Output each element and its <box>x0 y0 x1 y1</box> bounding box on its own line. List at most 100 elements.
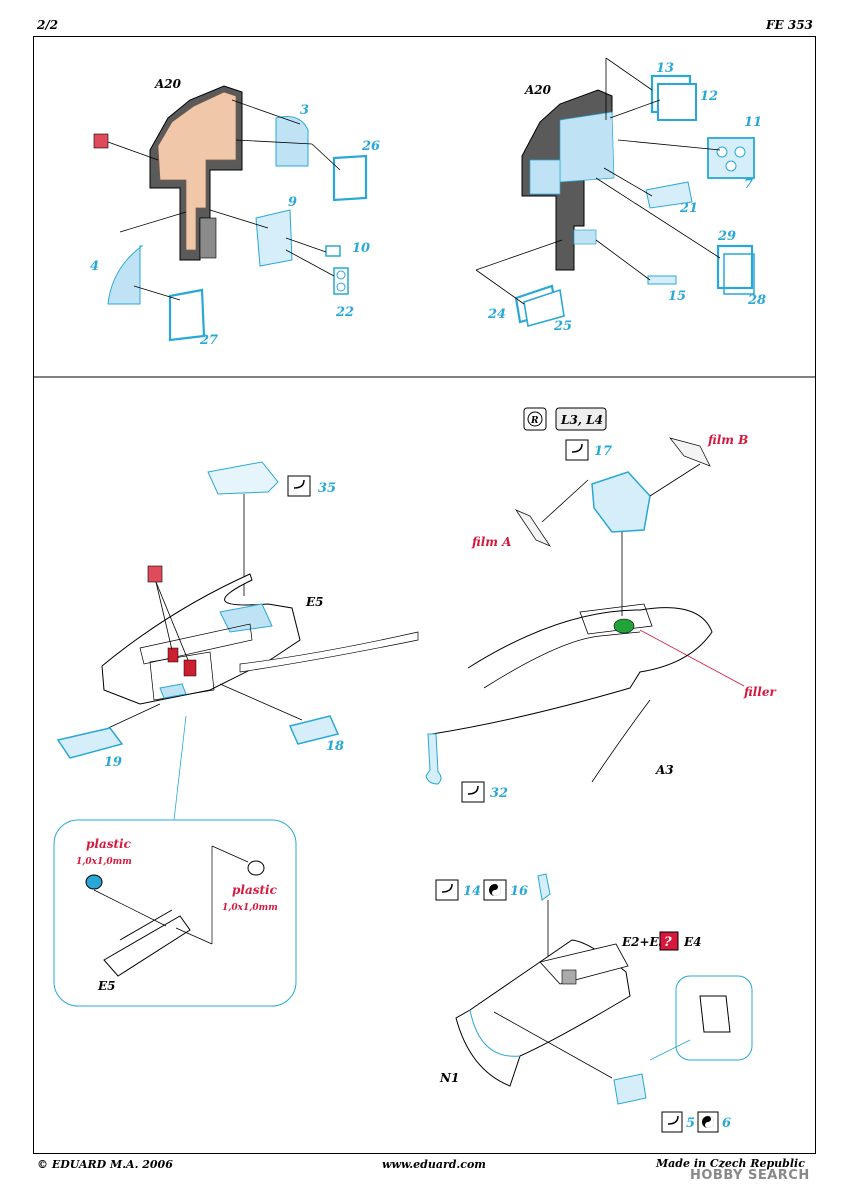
callout-11: 11 <box>744 115 762 130</box>
callout-17: 17 <box>594 444 612 459</box>
svg-text:R: R <box>530 416 539 426</box>
callout-6: 6 <box>722 1116 731 1131</box>
callout-32: 32 <box>490 786 508 801</box>
part-14 <box>537 873 551 901</box>
slot-35 <box>219 603 273 633</box>
part-21 <box>645 181 693 209</box>
parts-badge <box>555 407 607 431</box>
callout-14: 14 <box>463 884 481 899</box>
part-label-a3: A3 <box>655 763 674 777</box>
callout-12: 12 <box>700 89 718 104</box>
plastic-rod-1 <box>85 874 103 890</box>
callout-16: 16 <box>510 884 528 899</box>
part-15 <box>647 275 677 285</box>
filler-spot <box>613 618 635 634</box>
part-32 <box>425 733 442 785</box>
part-4 <box>107 245 144 305</box>
part-label-n1: N1 <box>439 1071 459 1085</box>
diagram-top-right: A20 13 12 11 7 21 29 28 15 24 25 <box>475 57 766 334</box>
bracket-detail <box>699 995 731 1033</box>
part-3 <box>275 116 309 167</box>
paint-swatch-icon <box>93 133 109 149</box>
film-a-piece <box>515 509 551 547</box>
part-label-e5: E5 <box>305 595 324 609</box>
question-mark: ? <box>664 935 672 950</box>
fold-step-icon-14 <box>435 879 459 901</box>
fold-step-icon-5 <box>661 1111 683 1133</box>
callout-28: 28 <box>747 293 766 308</box>
callout-27: 27 <box>199 333 218 348</box>
callout-22: 22 <box>335 305 354 320</box>
callout-18: 18 <box>326 739 344 754</box>
part-25 <box>523 288 565 328</box>
part-28 <box>723 253 755 295</box>
part-label-e5-detail: E5 <box>97 979 116 993</box>
part-19 <box>56 727 124 759</box>
part-9 <box>255 209 293 267</box>
page-number: 2/2 <box>37 18 59 32</box>
callout-10: 10 <box>352 241 370 256</box>
instruction-frame <box>33 36 816 1154</box>
part-35 <box>207 461 279 495</box>
label-size-2: 1,0x1,0mm <box>222 903 278 913</box>
part-label-e4: E4 <box>683 935 702 949</box>
parts-badge-text: L3, L4 <box>560 413 603 427</box>
callout-4: 4 <box>90 259 99 274</box>
part-10 <box>325 245 341 257</box>
callout-7: 7 <box>744 177 753 192</box>
panel-etch-overlay <box>157 91 237 251</box>
watermark: HOBBY SEARCH <box>690 1168 810 1183</box>
footer-origin: Made in Czech Republic <box>656 1157 805 1170</box>
part-11 <box>707 137 755 179</box>
callout-21: 21 <box>679 201 698 216</box>
part-12 <box>657 83 697 121</box>
part-26 <box>332 154 368 202</box>
part-label-e2e3: E2+E3 <box>621 935 667 949</box>
callout-35: 35 <box>318 481 336 496</box>
callout-3: 3 <box>300 103 309 118</box>
callout-9: 9 <box>288 195 297 210</box>
part-5 <box>613 1073 647 1105</box>
part-29 <box>716 244 754 290</box>
diagram-bottom-right: 14 16 E2+E3 ? E4 N1 5 <box>435 873 753 1133</box>
diagram-mid-left: 35 E5 19 18 <box>56 461 419 770</box>
fold-step-icon-17 <box>565 439 589 461</box>
callout-26: 26 <box>361 139 380 154</box>
part-label-a20-right: A20 <box>524 83 552 97</box>
part-18 <box>288 715 340 745</box>
callout-24: 24 <box>487 307 506 322</box>
label-filler: filler <box>743 685 777 699</box>
fold-step-icon-32 <box>461 781 485 803</box>
callout-13: 13 <box>656 61 674 76</box>
diagram-top-left: A20 3 26 9 10 22 4 27 <box>90 77 380 348</box>
kit-code: FE 353 <box>766 18 813 32</box>
callout-15: 15 <box>668 289 686 304</box>
remove-part-icon <box>523 407 547 431</box>
question-icon <box>659 931 679 951</box>
paint-swatch-icon-e5 <box>147 565 163 583</box>
detail-bubble <box>53 819 297 1007</box>
label-film-b: film B <box>707 433 748 447</box>
callout-25: 25 <box>553 319 572 334</box>
detail-callout: plastic 1,0x1,0mm plastic 1,0x1,0mm E5 <box>53 715 297 1007</box>
part-17 <box>591 471 651 533</box>
diagram-mid-right: R L3, L4 17 32 film A <box>425 407 777 803</box>
plastic-rod-2 <box>247 860 265 876</box>
footer-copyright: © EDUARD M.A. 2006 <box>37 1158 173 1171</box>
part-27 <box>168 288 206 342</box>
part-label-a20: A20 <box>154 77 182 91</box>
part-22 <box>333 267 349 295</box>
callout-5: 5 <box>686 1116 695 1131</box>
label-film-a: film A <box>471 535 511 549</box>
label-plastic-2: plastic <box>232 883 278 897</box>
footer-website[interactable]: www.eduard.com <box>382 1158 486 1171</box>
fold-step-icon <box>287 475 311 497</box>
callout-29: 29 <box>717 229 736 244</box>
label-size-1: 1,0x1,0mm <box>76 857 132 867</box>
label-plastic-1: plastic <box>86 837 132 851</box>
film-b-piece <box>669 437 711 467</box>
detail-bubble-small <box>675 975 753 1061</box>
callout-19: 19 <box>104 755 122 770</box>
